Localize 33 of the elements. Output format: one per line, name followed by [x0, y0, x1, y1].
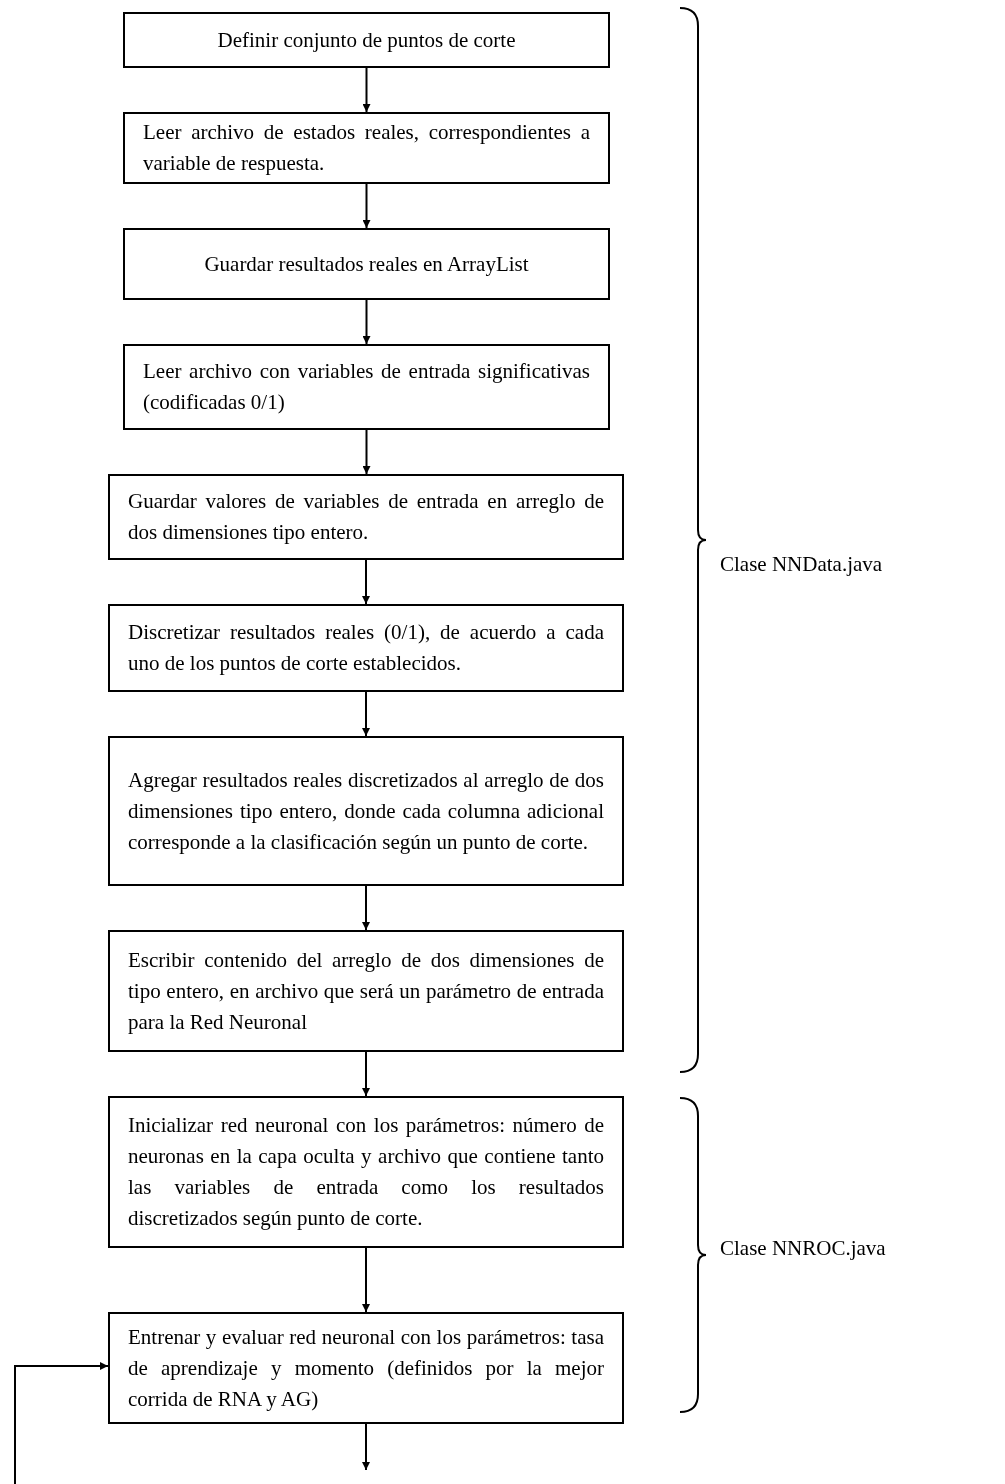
box-text: Leer archivo de estados reales, correspondientes a variable de respuesta.: [143, 119, 590, 177]
box-text: Definir conjunto de puntos de corte: [216, 26, 517, 54]
box-text: Agregar resultados reales discretizados al arreglo de dos dimensiones tipo entero, donde cada columna adicional corresponde a la clasificación según un punto de corte.: [128, 766, 604, 856]
process-box: [123, 344, 610, 430]
box-text: Entrenar y evaluar red neuronal con los parámetros: tasa de aprendizaje y momento (definidos por la mejor corrida de RNA y AG): [128, 1323, 604, 1413]
arrow: [362, 1247, 370, 1313]
arrow: [362, 183, 371, 229]
arrow: [362, 1423, 370, 1471]
process-box: [123, 12, 610, 68]
arrow: [362, 559, 370, 605]
process-box: [123, 228, 610, 300]
process-box: [108, 474, 624, 560]
process-box: [108, 1096, 624, 1248]
box-text: Escribir contenido del arreglo de dos dimensiones de tipo entero, en archivo que será un parámetro de entrada para la Red Neuronal: [128, 946, 604, 1036]
box-text: Discretizar resultados reales (0/1), de acuerdo a cada uno de los puntos de corte establecidos.: [128, 619, 604, 677]
box-text: Guardar valores de variables de entrada en arreglo de dos dimensiones tipo entero.: [128, 488, 604, 546]
process-box: [108, 604, 624, 692]
class-label: Clase NNROC.java: [720, 1236, 886, 1261]
process-box: [108, 930, 624, 1052]
process-box: [123, 112, 610, 184]
arrow: [362, 1051, 370, 1097]
arrow: [362, 429, 371, 475]
arrow: [362, 67, 371, 113]
box-text: Leer archivo con variables de entrada significativas (codificadas 0/1): [143, 358, 590, 416]
arrow: [362, 885, 370, 931]
arrow: [362, 299, 371, 345]
box-text: Inicializar red neuronal con los parámetros: número de neuronas en la capa oculta y archivo que contiene tanto las variables de entrada como los resultados discretizados según punto de corte.: [128, 1112, 604, 1232]
process-box: [108, 1312, 624, 1424]
arrow: [14, 1362, 109, 1484]
box-text: Guardar resultados reales en ArrayList: [203, 250, 530, 278]
process-box: [108, 736, 624, 886]
class-label: Clase NNData.java: [720, 552, 883, 577]
arrow: [362, 691, 370, 737]
